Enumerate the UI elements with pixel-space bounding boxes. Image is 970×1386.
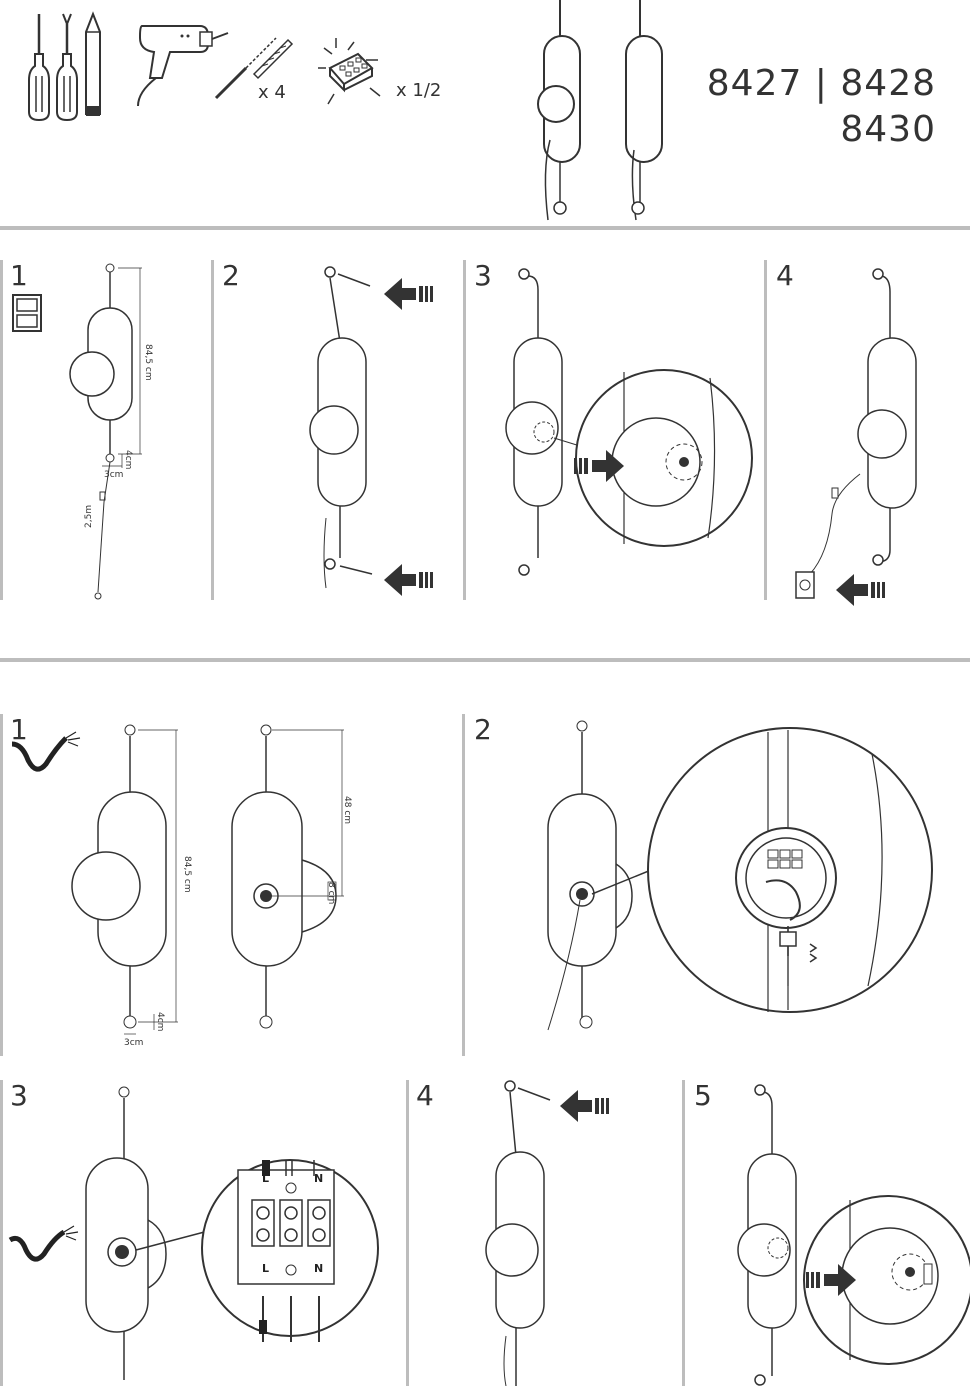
dim-bracket-width: 3cm (104, 470, 124, 480)
plug-in-drawing (795, 268, 917, 599)
attach-shade-drawing (737, 1084, 970, 1386)
divider (0, 714, 3, 1056)
pencil-icon (85, 11, 101, 116)
dim-bracket: 4cm (123, 450, 133, 470)
terminal-block-drawing (85, 1086, 379, 1380)
dim-bracket: 4cm (155, 1012, 165, 1032)
dim-height: 84,5 cm (143, 344, 153, 381)
step-number: 1 (10, 259, 28, 292)
wall-socket-icon (12, 294, 42, 332)
wire-icon (11, 731, 81, 772)
arrow-right-icon (806, 1264, 856, 1296)
mount-lamp-drawing (485, 1080, 551, 1386)
arrow-left-icon (836, 574, 885, 606)
wall-plug-icon (214, 37, 294, 100)
product-preview (537, 0, 663, 221)
attach-shade-drawing (505, 268, 753, 576)
mount-lamp-drawing (309, 266, 373, 589)
divider (682, 1080, 685, 1386)
step-number: 2 (474, 713, 492, 746)
arrow-left-icon (384, 278, 433, 310)
dim-cable: 2,5m (84, 504, 94, 528)
terminal-label-live: L (262, 1262, 270, 1275)
dim-bracket-width: 3cm (124, 1038, 144, 1048)
step-number: 5 (694, 1079, 712, 1112)
step-number: 3 (10, 1079, 28, 1112)
arrow-right-icon (574, 450, 624, 482)
connector-block-icon (318, 38, 381, 105)
divider (0, 226, 970, 230)
dim-offset: 48 cm (342, 796, 352, 825)
terminal-label-live: L (262, 1172, 270, 1185)
step-number: 4 (416, 1079, 434, 1112)
lamp-front-dimension-drawing (71, 724, 178, 1035)
divider (463, 260, 466, 600)
step-number: 1 (10, 713, 28, 746)
wiring-detail-drawing (547, 720, 933, 1031)
drill-icon (137, 25, 229, 107)
divider (0, 1080, 3, 1386)
divider (211, 260, 214, 600)
qty-plugs: x 4 (258, 82, 286, 103)
lamp-dimension-drawing (69, 263, 142, 600)
divider (0, 658, 970, 662)
arrow-left-icon (560, 1090, 609, 1122)
arrow-left-icon (384, 564, 433, 596)
model-numbers-line2: 8430 (840, 109, 936, 150)
dim-box: 8 cm (326, 882, 336, 905)
terminal-label-neutral: N (314, 1262, 324, 1275)
divider (406, 1080, 409, 1386)
model-numbers-line1: 8427 | 8428 (706, 63, 936, 104)
qty-connector: x 1/2 (396, 80, 442, 101)
screwdriver-icon (56, 13, 78, 122)
step-number: 2 (222, 259, 240, 292)
divider (462, 714, 465, 1056)
divider (764, 260, 767, 600)
wire-icon (8, 1225, 79, 1262)
terminal-label-neutral: N (314, 1172, 324, 1185)
dim-height: 84,5 cm (182, 856, 192, 893)
step-number: 3 (474, 259, 492, 292)
lamp-back-dimension-drawing (231, 724, 344, 1029)
step-number: 4 (776, 259, 794, 292)
divider (0, 260, 3, 600)
screwdriver-icon (28, 14, 50, 122)
